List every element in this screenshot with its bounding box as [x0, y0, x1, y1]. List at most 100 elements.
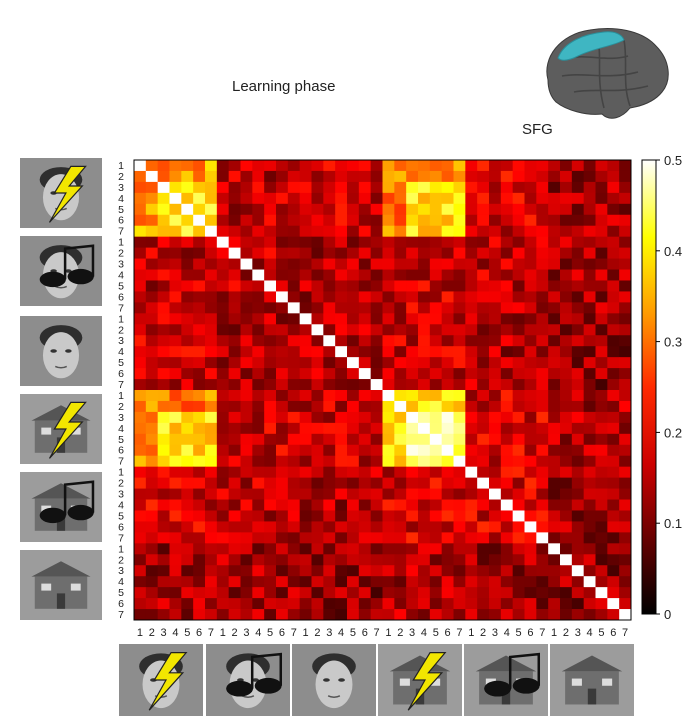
heatmap-cell [299, 203, 312, 216]
heatmap-cell [370, 576, 383, 588]
heatmap-cell [240, 225, 253, 238]
heatmap-cell [299, 565, 312, 577]
heatmap-cell [536, 258, 549, 270]
heatmap-cell [441, 609, 454, 621]
heatmap-cell [548, 444, 561, 457]
heatmap-cell [347, 554, 360, 566]
heatmap-cell [548, 598, 561, 610]
heatmap-cell [323, 368, 336, 380]
heatmap-cell [394, 170, 407, 183]
y-tick-label: 1 [118, 543, 124, 555]
heatmap-cell [335, 160, 348, 172]
y-tick-label: 6 [118, 215, 124, 227]
heatmap-cell [252, 335, 265, 347]
heatmap-cell [205, 291, 218, 303]
heatmap-cell [441, 532, 454, 544]
heatmap-cell [489, 433, 502, 446]
heatmap-cell [299, 236, 312, 249]
heatmap-cell [157, 269, 170, 281]
heatmap-cell [370, 565, 383, 577]
heatmap-cell [465, 411, 478, 424]
x-tick-label: 3 [243, 627, 249, 639]
heatmap-cell [418, 324, 431, 336]
heatmap-cell [157, 510, 170, 522]
heatmap-cell [512, 368, 525, 380]
heatmap-cell [134, 170, 147, 183]
heatmap-cell [323, 609, 336, 621]
heatmap-cell [418, 400, 431, 413]
heatmap-cell [311, 368, 324, 380]
heatmap-cell [287, 160, 301, 172]
heatmap-cell [595, 609, 608, 621]
heatmap-cell [619, 214, 632, 227]
heatmap-cell [583, 335, 596, 347]
heatmap-cell [500, 598, 514, 610]
heatmap-cell [382, 291, 395, 303]
heatmap-cell [157, 170, 170, 183]
heatmap-cell [406, 510, 419, 522]
heatmap-cell [429, 488, 443, 500]
heatmap-cell [429, 291, 443, 303]
heatmap-cell [560, 160, 573, 172]
heatmap-cell [169, 214, 182, 227]
music-note-icon [508, 652, 541, 689]
x-tick-label: 4 [504, 627, 510, 639]
heatmap-cell [205, 324, 218, 336]
heatmap-cell [583, 444, 596, 457]
heatmap-cell [216, 532, 230, 544]
heatmap-cell [347, 379, 360, 391]
heatmap-cell [418, 346, 431, 358]
heatmap-cell [193, 444, 206, 457]
heatmap-cell [311, 499, 324, 511]
heatmap-cell [252, 609, 265, 621]
heatmap-cell [429, 609, 443, 621]
heatmap-cell [276, 510, 289, 522]
heatmap-cell [181, 247, 194, 259]
heatmap-cell [216, 390, 230, 402]
heatmap-cell [536, 400, 549, 413]
heatmap-cell [299, 587, 312, 599]
heatmap-cell [216, 609, 230, 621]
heatmap-cell [394, 379, 407, 391]
heatmap-cell [216, 379, 230, 391]
heatmap-cell [607, 236, 620, 249]
heatmap-cell [477, 433, 490, 446]
heatmap-cell [287, 466, 301, 479]
heatmap-cell [216, 488, 230, 500]
heatmap-cell [299, 280, 312, 292]
heatmap-cell [323, 488, 336, 500]
heatmap-cell [134, 455, 147, 468]
heatmap-cell [335, 466, 348, 479]
heatmap-cell [216, 335, 230, 347]
heatmap-cell [560, 609, 573, 621]
heatmap-cell [216, 346, 230, 358]
heatmap-cell [276, 203, 289, 216]
heatmap-cell [240, 390, 253, 402]
heatmap-cell [299, 433, 312, 446]
heatmap-cell [216, 269, 230, 281]
heatmap-cell [240, 477, 253, 489]
heatmap-cell [228, 466, 241, 479]
heatmap-cell [382, 587, 395, 599]
heatmap-cell [477, 390, 490, 402]
heatmap-cell [193, 247, 206, 259]
heatmap-cell [512, 433, 525, 446]
heatmap-cell [157, 390, 170, 402]
heatmap-cell [453, 335, 466, 347]
heatmap-cell [240, 444, 253, 457]
heatmap-cell [311, 170, 324, 183]
heatmap-cell [571, 269, 585, 281]
heatmap-cell [429, 433, 443, 446]
heatmap-cell [347, 609, 360, 621]
heatmap-cell [583, 291, 596, 303]
heatmap-cell [228, 510, 241, 522]
heatmap-cell [134, 335, 147, 347]
heatmap-cell [157, 214, 170, 227]
heatmap-cell [347, 368, 360, 380]
heatmap-cell [347, 225, 360, 238]
heatmap-cell [453, 587, 466, 599]
music-note-icon [63, 480, 95, 516]
heatmap-cell [311, 609, 324, 621]
heatmap-cell [524, 455, 537, 468]
stimulus-house-neutral [550, 644, 634, 716]
